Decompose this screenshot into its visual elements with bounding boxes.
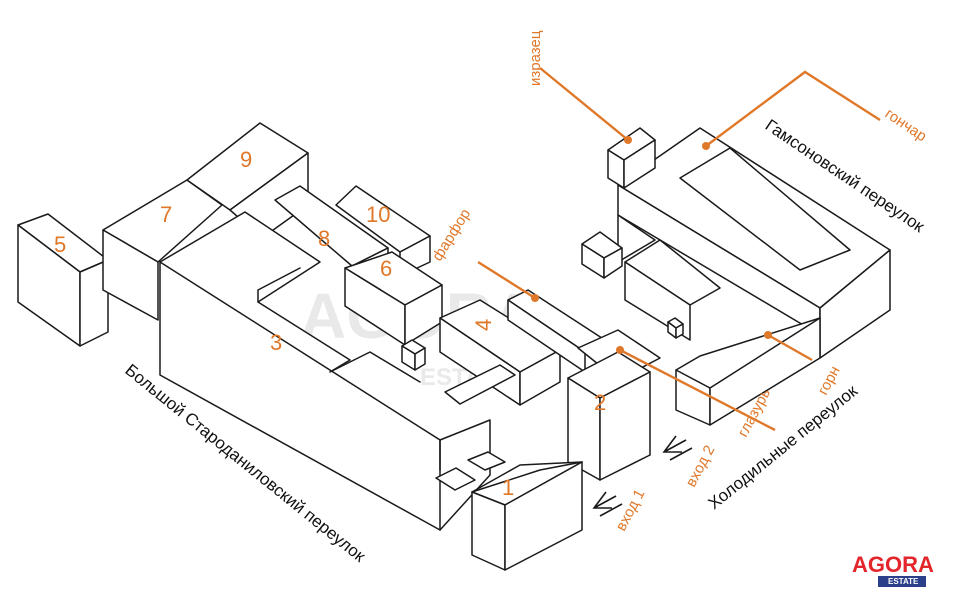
entrance-arrow-1 <box>592 491 623 517</box>
leader-dot-gonchar <box>702 142 710 150</box>
tower-izrazets <box>607 127 656 189</box>
leader-dot-izrazets <box>624 136 632 144</box>
building-number-4: 4 <box>471 319 496 331</box>
agora-estate-logo: AGORA ESTATE <box>852 552 934 587</box>
building-number-6: 6 <box>380 256 392 281</box>
building-7 <box>102 179 223 321</box>
leader-izrazets <box>539 67 629 141</box>
building-number-8: 8 <box>318 226 330 251</box>
entrance-arrow-2 <box>662 435 693 461</box>
building-number-1: 1 <box>502 475 514 500</box>
building-number-3: 3 <box>270 330 282 355</box>
cube-tiny <box>667 317 684 339</box>
entrance-label-1: вход 1 <box>613 487 649 534</box>
label-izrazets: изразец <box>527 30 544 86</box>
leader-lines <box>477 67 881 432</box>
building-3 <box>159 211 491 531</box>
cube-small-center <box>401 339 426 371</box>
building-complex-right <box>617 127 891 426</box>
building-5 <box>17 213 109 347</box>
building-number-2: 2 <box>594 390 606 415</box>
logo-sub-text: ESTATE <box>888 577 919 586</box>
building-number-9: 9 <box>240 147 252 172</box>
logo-sub-background <box>878 576 926 587</box>
building-number-5: 5 <box>54 232 66 257</box>
leader-dot-farfor <box>531 294 539 302</box>
leader-farfor <box>477 260 536 300</box>
logo-main-text: AGORA <box>852 552 934 577</box>
label-farfor: фарфор <box>429 206 474 264</box>
label-gonchar: гончар <box>882 105 930 145</box>
leader-glazur <box>619 348 776 432</box>
cube-small-right <box>581 231 623 279</box>
building-number-10: 10 <box>366 202 390 227</box>
building-2 <box>567 329 661 481</box>
building-number-7: 7 <box>160 202 172 227</box>
building-6 <box>344 251 443 346</box>
building-4 <box>439 299 561 406</box>
building-1 <box>435 451 583 571</box>
building-farfor <box>507 289 609 373</box>
leader-dot-gorn <box>764 331 772 339</box>
leader-gonchar <box>705 70 881 147</box>
leader-dot-glazur <box>616 346 624 354</box>
leader-gorn <box>767 333 813 362</box>
